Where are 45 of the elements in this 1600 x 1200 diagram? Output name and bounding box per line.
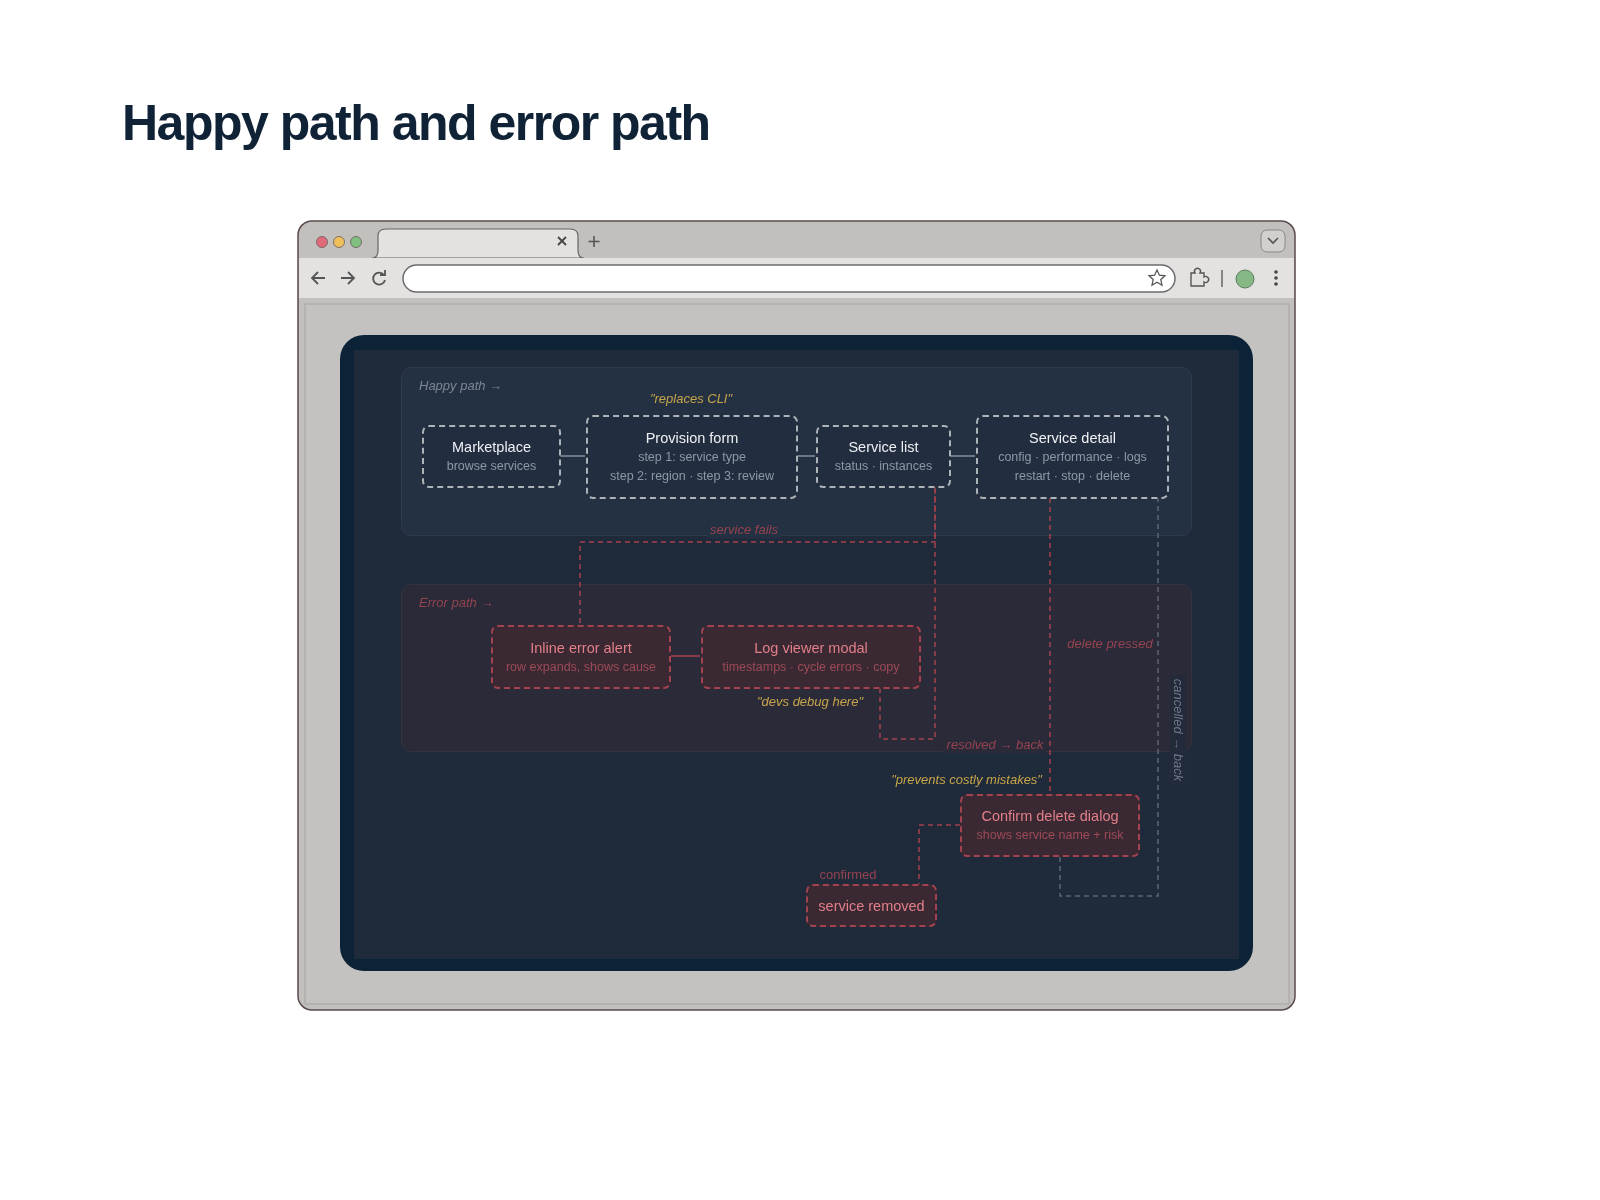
connector-line	[879, 486, 936, 740]
connector-line	[918, 824, 961, 885]
screen-description: config · performance · logs	[998, 449, 1147, 466]
screen-title: service removed	[818, 896, 925, 916]
screen-box	[491, 625, 671, 689]
error-lane	[401, 584, 1192, 752]
screen-title: Marketplace	[452, 438, 531, 457]
screen-description: step 1: service type	[638, 449, 746, 466]
edge-label: service fails	[707, 522, 781, 538]
screen-title: Log viewer modal	[754, 638, 868, 658]
screen-title: Confirm delete dialog	[981, 807, 1119, 826]
screen-description: shows service name + risk	[976, 827, 1124, 844]
lane-heading: Happy path →	[419, 378, 503, 393]
happy-lane	[401, 367, 1192, 536]
connector-line	[796, 455, 816, 457]
screen-description: timestamps · cycle errors · copy	[722, 658, 900, 676]
screen-title: Inline error alert	[530, 638, 632, 658]
connector-line	[669, 655, 701, 657]
screen-title: Provision form	[645, 429, 739, 448]
edge-label: resolved → back	[943, 737, 1047, 753]
screen-title: Service detail	[1028, 429, 1116, 448]
screen-title: Service list	[848, 438, 919, 457]
screen-box	[422, 425, 561, 488]
screen-box	[816, 425, 951, 488]
connector-line	[1059, 497, 1159, 897]
connector-line	[579, 486, 936, 625]
screen-box	[960, 794, 1140, 857]
screen-box	[976, 415, 1169, 499]
screen-description: step 2: region · step 3: review	[610, 468, 774, 485]
screen-box	[701, 625, 921, 689]
edge-label: delete pressed	[1064, 636, 1156, 652]
lane-heading: Error path →	[419, 595, 494, 610]
connector-line	[559, 455, 586, 457]
screen-description: restart · stop · delete	[1014, 468, 1131, 485]
connector-line	[949, 455, 976, 457]
quote-annotation: "devs debug here"	[756, 694, 864, 709]
quote-annotation: "prevents costly mistakes"	[891, 772, 1042, 787]
screen-description: status · instances	[834, 458, 933, 475]
screen-description: browse services	[446, 458, 537, 475]
page-title: Happy path and error path	[122, 94, 710, 152]
edge-label: cancelled → back	[1170, 675, 1186, 785]
quote-annotation: "replaces CLI"	[649, 391, 733, 406]
screen-box	[586, 415, 798, 499]
screen-description: row expands, shows cause	[505, 658, 657, 676]
screen-box	[806, 884, 937, 927]
